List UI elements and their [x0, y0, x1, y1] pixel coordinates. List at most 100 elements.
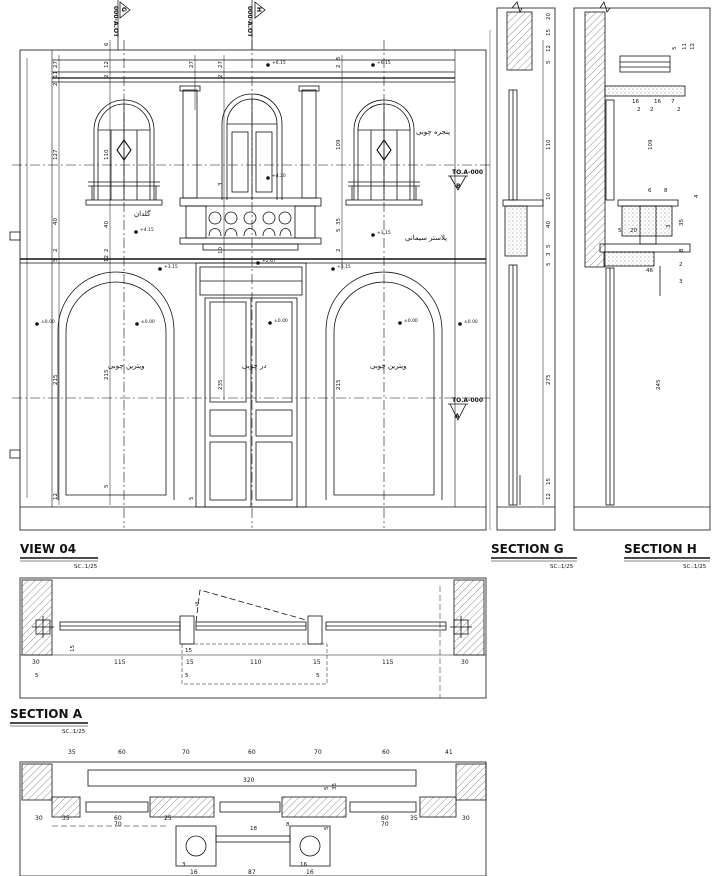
dimension-label: 70: [314, 749, 322, 756]
section-g-cornice: [506, 11, 533, 71]
scale-view-04: SC.:1/25: [74, 564, 98, 570]
dimension-label: 2: [53, 249, 59, 253]
dimension-label: 5: [189, 496, 195, 500]
dimension-label: 11: [682, 43, 688, 50]
dimension-label: 70: [114, 821, 122, 828]
plan-beam: [87, 769, 417, 787]
level-base-right: ±0.00: [464, 319, 478, 325]
dimension-label: 2: [104, 75, 110, 79]
label-cement-plaster: پلاستر سیمانی: [405, 234, 447, 242]
arched-vitrine-right: [325, 271, 443, 500]
scale-section-h: SC.:1/25: [683, 564, 707, 570]
dimension-label: 60: [382, 749, 390, 756]
dimension-label: 18: [250, 826, 257, 832]
level-left-mid: +4.15: [140, 227, 154, 233]
dimension-label: 16: [306, 869, 314, 876]
dimension-label: 2: [104, 249, 110, 253]
dimension-label: 27: [189, 61, 195, 68]
dimension-label: 70: [381, 821, 389, 828]
level-marker: [35, 322, 39, 326]
dimension-label: 5: [35, 673, 39, 679]
right-pilaster: [301, 89, 317, 199]
scale-section-a: SC.:1/25: [62, 729, 86, 735]
level-arch-right: +3.15: [337, 264, 351, 270]
level-marker: [135, 322, 139, 326]
left-bracket-lower: [9, 449, 21, 459]
label-vitrine-right: ویترین چوبی: [370, 362, 407, 370]
section-mark-texts: TO.A-000 B TO.A-000 A 000-A.OT G 000-A.O…: [112, 6, 483, 420]
balcony-railing: [179, 197, 322, 251]
level-marker: [268, 321, 272, 325]
arched-vitrine-left: [57, 271, 175, 500]
level-balcony-right: +3.15: [377, 230, 391, 236]
dimension-label: 3: [182, 862, 186, 868]
dimension-label: 6: [104, 42, 110, 46]
dimension-label: 8: [679, 248, 685, 252]
dimension-label: 320: [243, 777, 255, 784]
level-marker: [458, 322, 462, 326]
dimension-label: 12: [104, 255, 110, 262]
dimension-label: 15: [546, 29, 552, 36]
dimension-label: 12: [690, 43, 696, 50]
dimension-label: 4: [694, 194, 700, 198]
mark-g-ref: 000-A.OT: [112, 6, 119, 38]
dimension-label: 5: [546, 244, 552, 248]
section-h-window: [605, 99, 615, 201]
dimension-label: 215: [53, 374, 59, 385]
dimension-label: 70: [182, 749, 190, 756]
cut-marker-g: [117, 0, 131, 50]
dimension-label: 35: [332, 783, 338, 790]
dimension-label: 8: [286, 822, 290, 828]
dimension-label: 35: [62, 815, 70, 822]
dimension-label: 5: [324, 826, 330, 830]
dimension-label: 2: [218, 75, 224, 79]
title-section-a: SECTION A: [10, 707, 83, 721]
mark-a-letter: A: [455, 413, 460, 420]
dimension-label: 2: [53, 83, 59, 87]
dimension-label: 5: [195, 602, 199, 608]
dimension-label: 235: [218, 379, 224, 390]
dimension-label: 5: [104, 484, 110, 488]
dimension-label: 8: [664, 188, 668, 194]
dimension-label: 30: [461, 659, 469, 666]
level-labels: +6.15 +6.15 +4.20 +4.15 +3.15 +3.15 +3.1…: [41, 60, 478, 325]
dimension-label: 110: [250, 659, 262, 666]
level-marker: [331, 267, 335, 271]
level-marker: [371, 233, 375, 237]
dimension-label: 109: [336, 139, 342, 150]
dimension-label: 10: [546, 193, 552, 200]
dimension-label: 35: [679, 219, 685, 226]
dimension-label: 3: [679, 279, 683, 285]
dimension-label: 5: [618, 228, 622, 234]
dimension-label: 7: [671, 99, 675, 105]
label-vitrine-left: ویترین چوبی: [108, 362, 145, 370]
level-base-c2: ±0.00: [274, 318, 288, 324]
view-04-elevation: [9, 0, 491, 531]
title-section-h: SECTION H: [624, 542, 697, 556]
dimension-label: 12: [104, 61, 110, 68]
dimension-label: 15: [70, 645, 76, 652]
plan-window-2: [219, 801, 281, 813]
dimension-label: 40: [104, 221, 110, 228]
mark-h-letter: H: [255, 7, 262, 12]
dimension-label: 35: [336, 218, 342, 225]
level-right-top: +6.15: [377, 60, 391, 66]
dimension-label: 5: [53, 258, 59, 262]
dimension-label: 2: [336, 249, 342, 253]
dimension-label: 245: [656, 379, 662, 390]
elevation-frame: [19, 49, 487, 531]
mark-a-ref: TO.A-000: [452, 397, 483, 404]
dimension-label: 16: [632, 99, 639, 105]
section-g-drawing: [496, 1, 556, 531]
label-wood-door: در چوبی: [242, 362, 266, 370]
level-marker: [371, 63, 375, 67]
dimension-label: 3: [218, 182, 224, 186]
dimension-label: 2: [650, 107, 654, 113]
dimension-label: 275: [546, 374, 552, 385]
level-base-left: ±0.00: [41, 319, 55, 325]
dimension-label: 27: [218, 61, 224, 68]
dimension-label: 60: [114, 815, 122, 822]
